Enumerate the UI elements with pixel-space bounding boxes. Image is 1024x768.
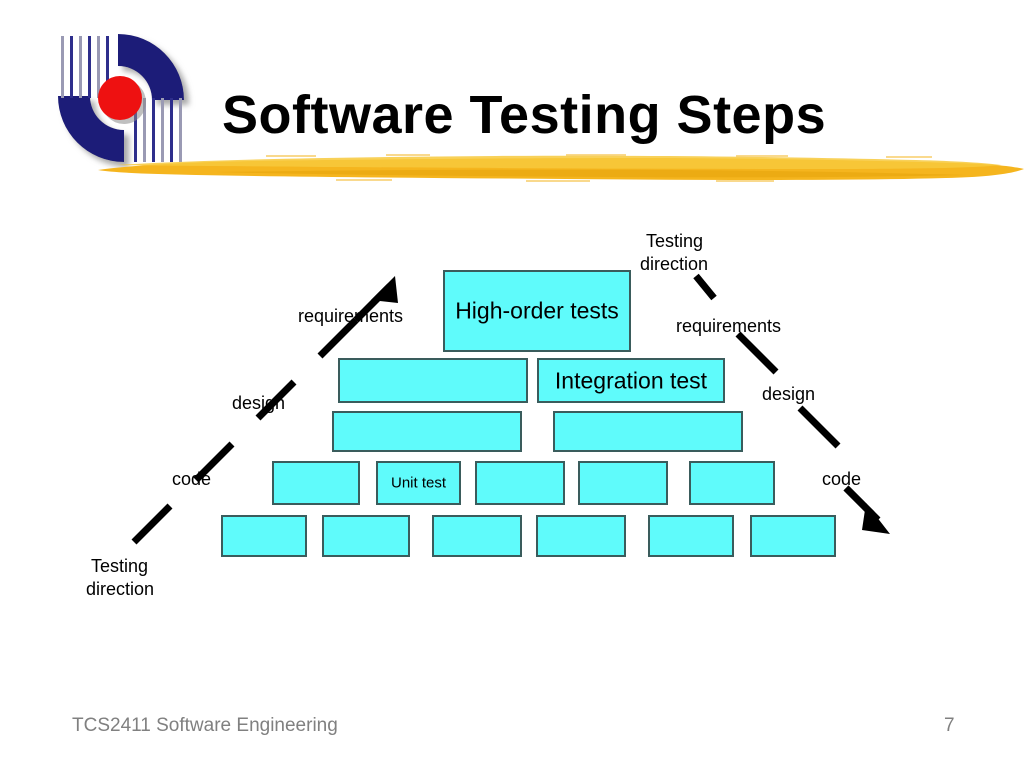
test-box-integration-test: Integration test: [537, 358, 725, 403]
logo-arc-bottom-left: [58, 96, 124, 162]
test-box-blank: [475, 461, 565, 505]
test-box-blank: [338, 358, 528, 403]
brush-stroke-graphic: [98, 154, 1024, 182]
left-axis-label-requirements: requirements: [298, 306, 404, 326]
logo-red-dot: [98, 76, 146, 124]
brush-speckles: [266, 154, 932, 182]
brush-shade: [216, 169, 966, 178]
left-direction-dashes: [131, 317, 359, 545]
logo-arc-top-right: [118, 34, 184, 100]
footer-page-number: 7: [944, 715, 955, 736]
test-box-blank: [689, 461, 775, 505]
page-title: Software Testing Steps: [222, 85, 827, 145]
left-axis-label-direction: direction: [86, 579, 155, 599]
diagram-arrows-layer: [131, 273, 890, 545]
test-box-blank: [536, 515, 626, 557]
test-box-blank: [553, 411, 743, 452]
logo-stripes-top-left: [61, 36, 109, 98]
test-box-label: Unit test: [390, 474, 447, 492]
test-box-blank: [221, 515, 307, 557]
right-direction-arrowhead: [843, 485, 890, 534]
test-box-blank: [332, 411, 522, 452]
test-box-blank: [272, 461, 360, 505]
test-box-blank: [432, 515, 522, 557]
right-axis-label-design: design: [762, 384, 816, 404]
left-direction-arrowhead: [353, 276, 398, 323]
test-box-blank: [322, 515, 410, 557]
brush-stroke-divider: [96, 148, 1024, 182]
test-box-unit-test: Unit test: [376, 461, 461, 505]
footer-course-label: TCS2411 Software Engineering: [72, 715, 338, 736]
logo-arcs: [58, 34, 184, 162]
test-box-blank: [750, 515, 836, 557]
logo-stripes-bottom-right: [134, 98, 182, 162]
test-box-blank: [648, 515, 734, 557]
test-box-label: High-order tests: [455, 297, 619, 324]
left-axis-label-testing: Testing: [91, 556, 149, 576]
test-box-blank: [578, 461, 668, 505]
brush-highlight: [116, 155, 1001, 169]
mmu-university-logo: [46, 26, 196, 171]
logo-graphic: [58, 34, 184, 162]
left-axis-label-design: design: [232, 393, 286, 413]
left-axis-label-code: code: [172, 469, 212, 489]
right-axis-label-code: code: [822, 469, 862, 489]
right-axis-label-testing: Testing: [646, 231, 704, 251]
right-axis-label-requirements: requirements: [676, 316, 782, 336]
test-box-label: Integration test: [554, 367, 708, 393]
test-box-high-order-tests: High-order tests: [443, 270, 631, 352]
right-axis-label-direction: direction: [640, 254, 709, 274]
